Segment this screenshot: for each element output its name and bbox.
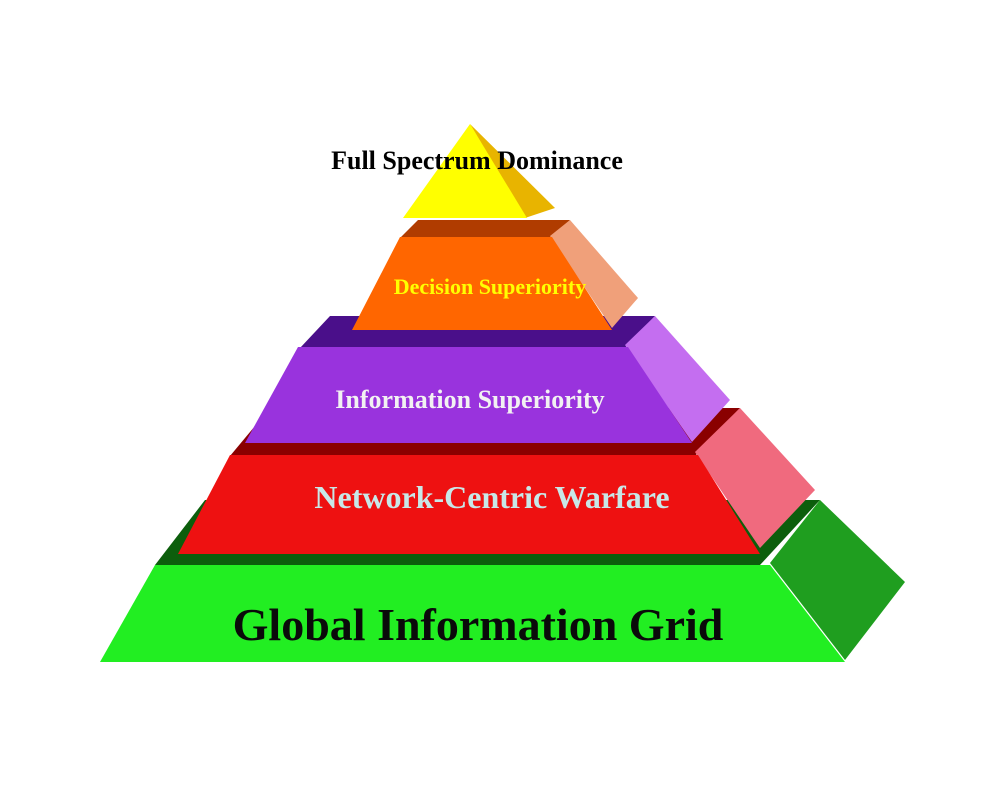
tier-side-face <box>770 500 905 660</box>
tier-front-face <box>403 124 527 218</box>
tier-side-face <box>470 124 555 218</box>
tier-decision-superiority: Decision Superiority <box>352 220 638 330</box>
tier-label: Network-Centric Warfare <box>314 479 669 515</box>
tier-side-face <box>695 408 815 548</box>
tier-information-superiority: Information Superiority <box>245 316 730 443</box>
tier-label: Decision Superiority <box>394 274 587 299</box>
tier-side-face <box>625 316 730 442</box>
tier-front-face <box>100 565 845 662</box>
tier-label: Full Spectrum Dominance <box>331 146 623 175</box>
tier-front-face <box>245 347 692 443</box>
tier-front-face <box>352 237 612 330</box>
tier-side-face <box>550 220 638 328</box>
tier-front-face <box>178 455 760 554</box>
tier-label: Global Information Grid <box>233 599 724 650</box>
tier-label: Information Superiority <box>335 385 604 414</box>
tier-top-face <box>400 220 570 238</box>
tier-network-centric-warfare: Network-Centric Warfare <box>178 408 815 554</box>
tier-full-spectrum-dominance: Full Spectrum Dominance <box>331 124 623 218</box>
